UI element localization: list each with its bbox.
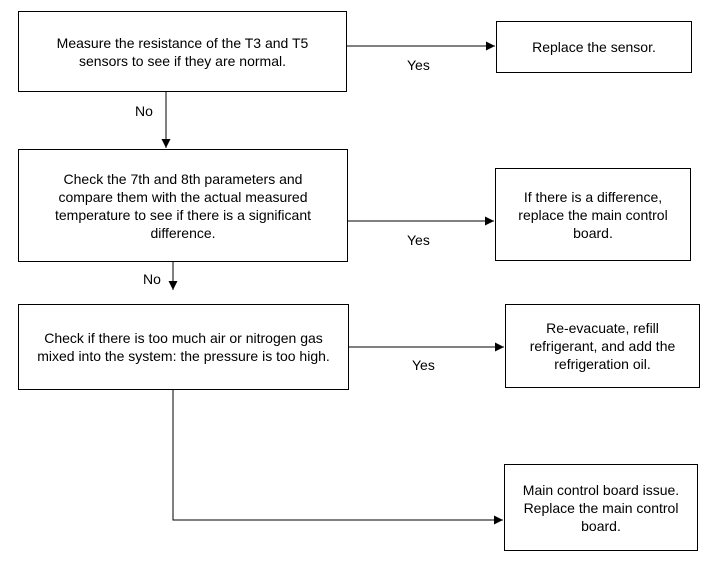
label-yes-1: Yes: [407, 57, 430, 73]
node-replace-sensor: Replace the sensor.: [496, 21, 692, 73]
node-check-parameters: Check the 7th and 8th parameters and com…: [18, 149, 348, 262]
label-no-1: No: [135, 103, 153, 119]
node-reevacuate: Re-evacuate, refill refrigerant, and add…: [505, 304, 700, 388]
label-yes-3: Yes: [412, 357, 435, 373]
label-no-2: No: [143, 271, 161, 287]
node-check-t3-t5: Measure the resistance of the T3 and T5 …: [18, 11, 347, 92]
label-yes-2: Yes: [407, 232, 430, 248]
node-main-board-issue: Main control board issue. Replace the ma…: [504, 464, 698, 551]
node-check-air-nitrogen: Check if there is too much air or nitrog…: [18, 304, 349, 390]
node-replace-board-difference: If there is a difference, replace the ma…: [495, 168, 691, 261]
arrow-main-board-issue: [172, 390, 503, 525]
